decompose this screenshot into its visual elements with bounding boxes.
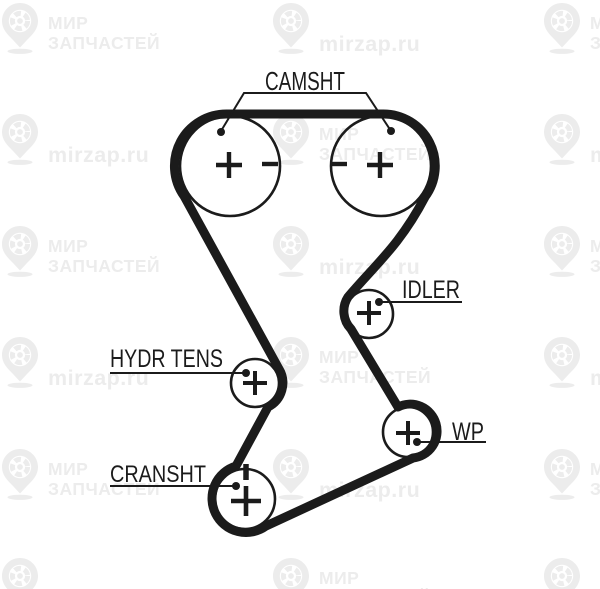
- watermark-tile: МИР ЗАПЧАСТЕЙ: [271, 557, 431, 589]
- watermark-url-text: mirzap.ru: [590, 366, 600, 391]
- map-pin-gear-icon: [2, 226, 38, 277]
- watermark-text-line2: ЗАПЧАСТЕЙ: [48, 33, 161, 54]
- watermark-url-text: mirzap.ru: [590, 143, 600, 168]
- watermark-tile: МИР ЗАПЧАСТЕЙ: [0, 448, 160, 500]
- water-pump-label: WP: [452, 418, 484, 446]
- map-pin-gear-icon: [273, 114, 309, 165]
- watermark-text-line1: МИР: [48, 459, 89, 479]
- watermark-text-line1: МИР: [48, 13, 89, 33]
- map-pin-gear-icon: [544, 3, 580, 54]
- watermark-text-line2: ЗАПЧАСТЕЙ: [319, 144, 432, 165]
- watermark-tile: mirzap.ru: [542, 557, 600, 589]
- watermark-url-text: mirzap.ru: [319, 32, 421, 56]
- watermark-tile: МИР ЗАПЧАСТЕЙ: [0, 2, 160, 54]
- watermark-tile: mirzap.ru: [271, 225, 420, 280]
- map-pin-gear-icon: [273, 226, 309, 277]
- map-pin-gear-icon: [544, 558, 580, 589]
- camshaft-leader-bracket: [220, 92, 392, 132]
- watermark-tile: mirzap.ru: [0, 557, 149, 589]
- camshaft-left-leader-dot: [217, 128, 225, 136]
- timing-marks: [216, 152, 420, 516]
- plus-mark-idler: [357, 301, 381, 325]
- watermark-text-line2: ЗАПЧАСТЕЙ: [319, 367, 432, 388]
- watermark-tile: МИР ЗАПЧАСТЕЙ: [271, 113, 431, 165]
- plus-mark-camshaft-right: [367, 152, 393, 178]
- map-pin-gear-icon: [544, 337, 580, 388]
- watermark-tile: mirzap.ru: [0, 113, 149, 168]
- watermark-tile: МИР ЗАПЧАСТЕЙ: [542, 448, 600, 500]
- watermark-text-line1: МИР: [590, 13, 600, 33]
- watermark-tile: mirzap.ru: [0, 336, 149, 391]
- map-pin-gear-icon: [273, 3, 309, 54]
- map-pin-gear-icon: [544, 449, 580, 500]
- watermark-tile: mirzap.ru: [542, 336, 600, 391]
- watermark-text-line2: ЗАПЧАСТЕЙ: [590, 33, 600, 54]
- watermark-text-line2: ЗАПЧАСТЕЙ: [590, 479, 600, 500]
- leader-dots: [217, 127, 421, 490]
- watermark-text-line2: ЗАПЧАСТЕЙ: [590, 256, 600, 277]
- watermark-url-text: mirzap.ru: [48, 143, 150, 167]
- map-pin-gear-icon: [273, 558, 309, 589]
- watermark-text-line1: МИР: [590, 459, 600, 479]
- plus-mark-water-pump: [396, 421, 420, 445]
- watermark-text-line1: МИР: [48, 236, 89, 256]
- watermark-text-line1: МИР: [319, 347, 360, 367]
- map-pin-gear-icon: [2, 337, 38, 388]
- plus-mark-tensioner: [243, 371, 267, 395]
- crankshaft-leader-dot: [232, 482, 240, 490]
- camshaft-label: CAMSHT: [265, 66, 345, 96]
- map-pin-gear-icon: [2, 449, 38, 500]
- map-pin-gear-icon: [2, 3, 38, 54]
- watermark-text-line1: МИР: [590, 236, 600, 256]
- map-pin-gear-icon: [273, 449, 309, 500]
- tensioner-leader-dot: [242, 369, 250, 377]
- plus-mark-crankshaft: [231, 486, 261, 516]
- map-pin-gear-icon: [2, 558, 38, 589]
- watermark-tile: МИР ЗАПЧАСТЕЙ: [542, 225, 600, 277]
- watermark-tile: mirzap.ru: [542, 113, 600, 168]
- map-pin-gear-icon: [544, 114, 580, 165]
- idler-leader-dot: [375, 298, 383, 306]
- watermark-tile: МИР ЗАПЧАСТЕЙ: [0, 225, 160, 277]
- watermark-url-text: mirzap.ru: [48, 366, 150, 390]
- map-pin-gear-icon: [2, 114, 38, 165]
- watermark-url-text: mirzap.ru: [590, 587, 600, 589]
- tensioner-label: HYDR TENS: [110, 345, 223, 373]
- map-pin-gear-icon: [544, 226, 580, 277]
- leader-lines: [110, 92, 486, 487]
- camshaft-right-leader-dot: [387, 127, 395, 135]
- watermark-tile: МИР ЗАПЧАСТЕЙ: [542, 2, 600, 54]
- watermark-url-text: mirzap.ru: [48, 587, 149, 589]
- watermark-tile: mirzap.ru: [271, 2, 420, 57]
- timing-belt: [170, 109, 442, 537]
- crankshaft-label: CRANSHT: [110, 461, 206, 488]
- water-pump-leader-dot: [413, 438, 421, 446]
- idler-label: IDLER: [402, 276, 460, 304]
- watermark-text-line2: ЗАПЧАСТЕЙ: [48, 479, 161, 500]
- watermark-text-line2: ЗАПЧАСТЕЙ: [48, 256, 161, 277]
- plus-mark-camshaft-left: [216, 152, 242, 178]
- watermark-text-line1: МИР: [319, 568, 360, 588]
